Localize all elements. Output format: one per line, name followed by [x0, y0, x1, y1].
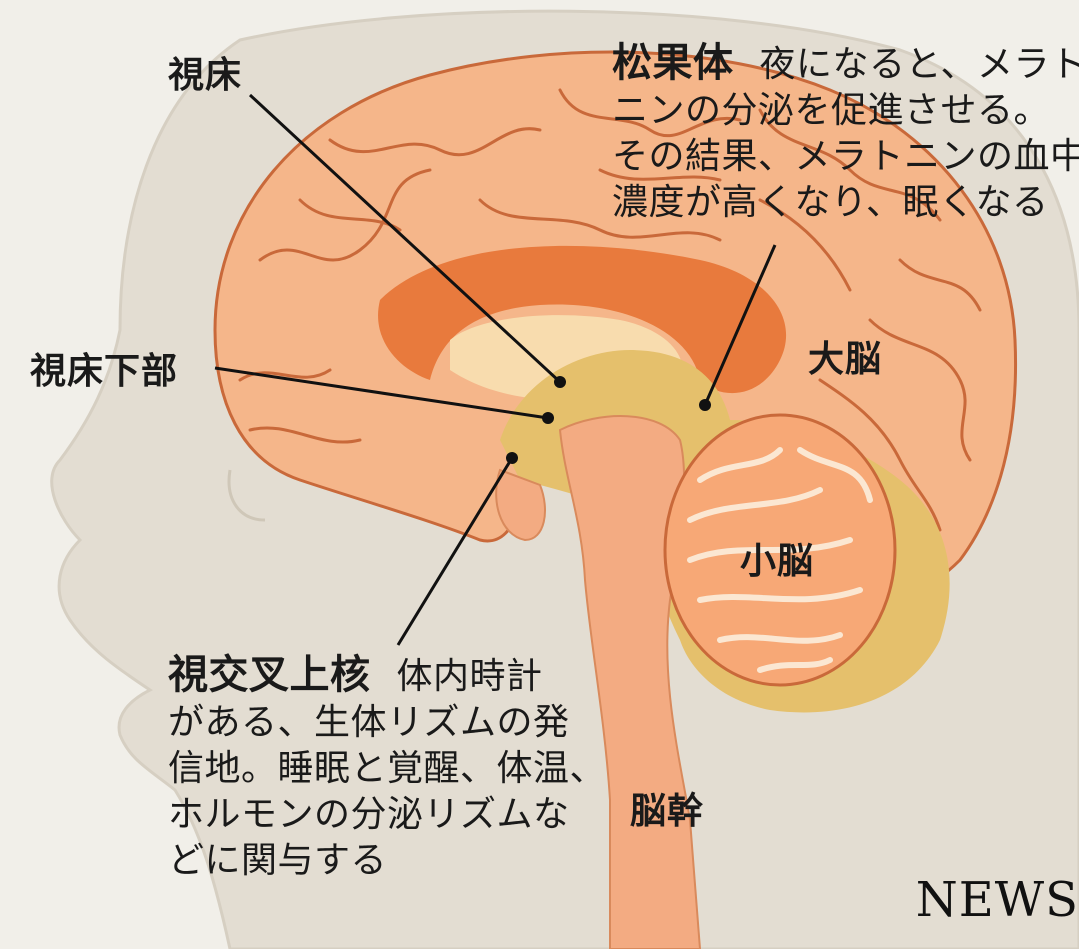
scn-dot	[506, 452, 518, 464]
label-thalamus: 視床	[168, 46, 242, 98]
pineal-description: 松果体夜になると、メラト ニンの分泌を促進させる。 その結果、メラトニンの血中 …	[612, 40, 1079, 226]
scn-name: 視交叉上核	[168, 652, 371, 698]
thalamus-dot	[554, 376, 566, 388]
label-cerebrum: 大脳	[808, 330, 882, 382]
scn-line-3: 信地。睡眠と覚醒、体温、	[168, 746, 606, 792]
pineal-name: 松果体	[612, 40, 734, 86]
label-brainstem: 脳幹	[630, 782, 704, 834]
scn-description: 視交叉上核体内時計 がある、生体リズムの発 信地。睡眠と覚醒、体温、 ホルモンの…	[168, 652, 606, 884]
label-hypothalamus: 視床下部	[30, 342, 178, 394]
pineal-line-2: ニンの分泌を促進させる。	[612, 88, 1079, 134]
scn-line-5: どに関与する	[168, 838, 606, 884]
news-watermark: NEWS	[916, 872, 1079, 928]
scn-first-line: 視交叉上核体内時計	[168, 652, 606, 700]
pineal-dot	[699, 399, 711, 411]
pineal-first-line: 松果体夜になると、メラト	[612, 40, 1079, 88]
pineal-line-4: 濃度が高くなり、眠くなる	[612, 180, 1079, 226]
scn-line-1: 体内時計	[397, 656, 543, 697]
hypothalamus-dot	[542, 412, 554, 424]
label-cerebellum: 小脳	[740, 532, 814, 584]
scn-line-2: がある、生体リズムの発	[168, 700, 606, 746]
pineal-line-1: 夜になると、メラト	[760, 44, 1079, 85]
pineal-line-3: その結果、メラトニンの血中	[612, 134, 1079, 180]
scn-line-4: ホルモンの分泌リズムな	[168, 792, 606, 838]
